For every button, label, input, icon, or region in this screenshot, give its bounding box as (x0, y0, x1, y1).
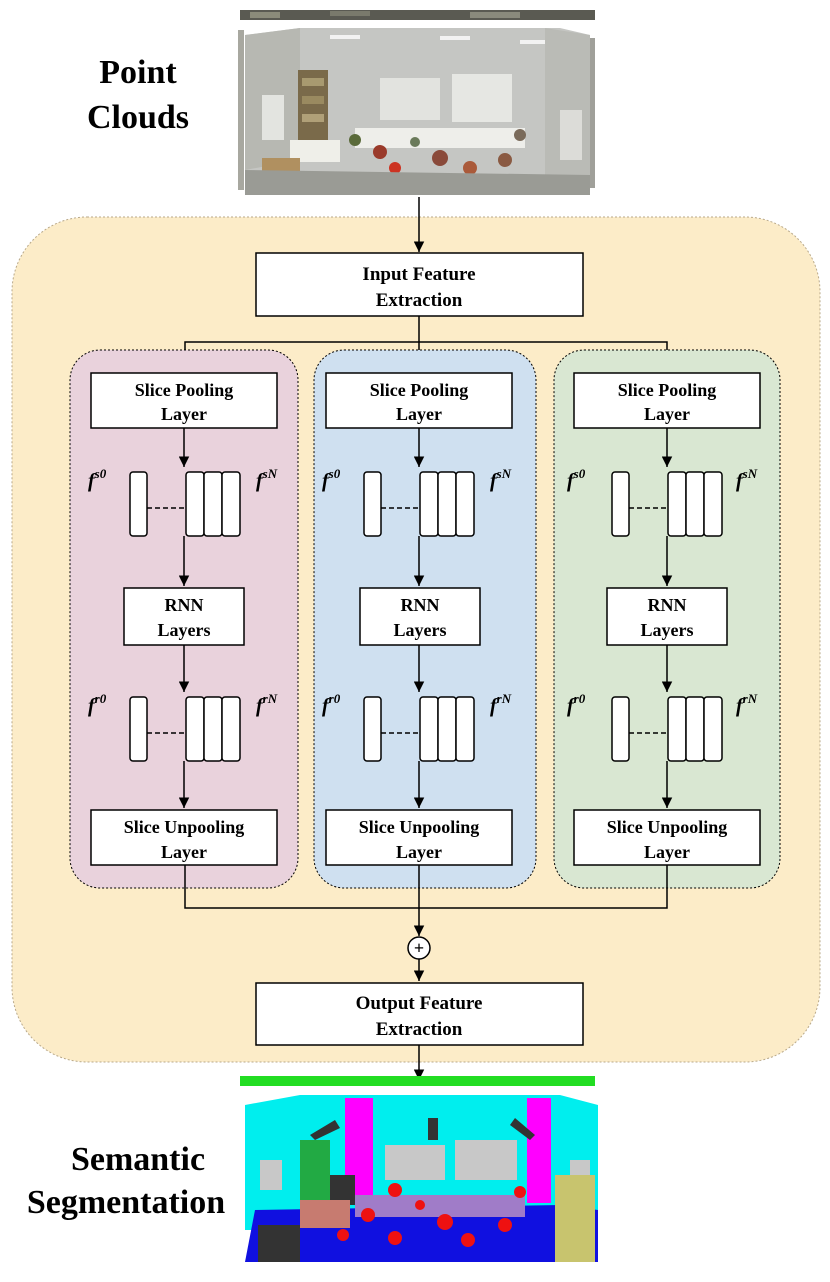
branch-2-unpool-line1: Slice Unpooling (359, 817, 480, 837)
branch-3-fr0-label: fr0 (567, 691, 586, 717)
branch-1-unpool-line1: Slice Unpooling (124, 817, 245, 837)
sum-node: + (407, 936, 431, 960)
branch-merge-connectors (184, 865, 668, 936)
branch-1-unpool-line2: Layer (161, 842, 207, 862)
branch-3-unpool-line2: Layer (644, 842, 690, 862)
branch-1-pool-line2: Layer (161, 404, 207, 424)
branch-3-slice-features (611, 471, 723, 537)
branch-2-slice-unpooling-box (325, 809, 513, 866)
branch-2-unpool-line2: Layer (396, 842, 442, 862)
branch-1-fr0-label: fr0 (88, 691, 107, 717)
branch-2-slice-features (363, 471, 475, 537)
point-clouds-label-line2: Clouds (87, 99, 189, 136)
branch-1-rnn-features (129, 696, 241, 762)
sum-node-label: + (414, 938, 424, 958)
branch-2-slice-pooling-box (325, 372, 513, 429)
semantic-segmentation-image (240, 1076, 598, 1262)
branch-3-pool-line2: Layer (644, 404, 690, 424)
input-feature-line1: Input Feature (362, 264, 475, 285)
branch-1-rnn-line2: Layers (158, 620, 211, 640)
branch-1-fs0-label: fs0 (88, 466, 107, 492)
branch-3-rnn-features (611, 696, 723, 762)
branch-1-fsN-label: fsN (256, 466, 278, 492)
branch-1-slice-pooling-box (90, 372, 278, 429)
branch-3-unpool-line1: Slice Unpooling (607, 817, 728, 837)
branch-1-slice-features (129, 471, 241, 537)
branch-2-fsN-label: fsN (490, 466, 512, 492)
branch-3-rnn-line2: Layers (641, 620, 694, 640)
point-cloud-image (238, 10, 595, 195)
branch-2-frN-label: frN (490, 691, 512, 717)
input-feature-line2: Extraction (376, 290, 463, 311)
branch-3-pool-line1: Slice Pooling (618, 380, 717, 400)
point-clouds-label-line1: Point (99, 54, 177, 91)
branch-2-rnn-features (363, 696, 475, 762)
branch-2-fr0-label: fr0 (322, 691, 341, 717)
output-feature-line1: Output Feature (356, 993, 483, 1014)
branch-3-fs0-label: fs0 (567, 466, 586, 492)
branch-2-rnn-line2: Layers (394, 620, 447, 640)
branch-2-fs0-label: fs0 (322, 466, 341, 492)
branch-2-rnn-box (359, 587, 481, 646)
branch-3-rnn-line1: RNN (648, 595, 687, 615)
branch-1-rnn-line1: RNN (165, 595, 204, 615)
branch-3: Slice Pooling Layer fs0 fsN RNN Layers f… (553, 349, 781, 889)
branch-1-slice-unpooling-box (90, 809, 278, 866)
input-feature-extraction-box: Input Feature Extraction (255, 252, 584, 317)
branch-1-pool-line1: Slice Pooling (135, 380, 234, 400)
branch-1: Slice Pooling Layer fs0 fsN RNN Layers f… (69, 349, 299, 889)
branch-2-rnn-line1: RNN (401, 595, 440, 615)
semantic-label-line1: Semantic (71, 1141, 205, 1178)
branch-2: Slice Pooling Layer fs0 fsN RNN Layers f… (313, 349, 537, 889)
branch-1-frN-label: frN (256, 691, 278, 717)
branch-2-pool-line2: Layer (396, 404, 442, 424)
branch-3-fsN-label: fsN (736, 466, 758, 492)
branch-3-slice-unpooling-box (573, 809, 761, 866)
branch-2-pool-line1: Slice Pooling (370, 380, 469, 400)
output-feature-extraction-box: Output Feature Extraction (255, 982, 584, 1046)
output-feature-line2: Extraction (376, 1019, 463, 1040)
semantic-label-line2: Segmentation (27, 1184, 225, 1221)
branch-3-frN-label: frN (736, 691, 758, 717)
